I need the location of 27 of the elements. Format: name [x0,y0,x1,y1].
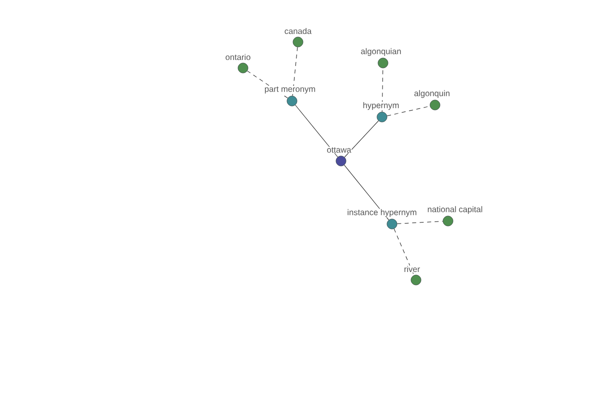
node-dot [442,216,454,226]
node-label: river [404,266,420,272]
node-label: algonquin [414,90,450,98]
node-label: canada [284,28,312,34]
node-label: algonquian [360,48,402,56]
node-dot [238,62,248,74]
node-dot [286,96,298,106]
node-label: ontario [224,54,252,60]
dashed-connector [382,68,384,112]
node-label: instance hypernym [346,208,418,218]
dashed-connector [396,221,444,224]
node-dot [292,36,304,48]
node-label: ottawa [326,146,352,154]
node-dot [336,156,346,166]
node-label: national capital [426,206,484,214]
connector-line [295,104,338,158]
node-dot [430,100,440,110]
node-label: part meronym [264,86,316,94]
dashed-connector [292,46,298,96]
node-dot [386,218,398,230]
connector-line [344,120,379,158]
node-dot [378,58,388,68]
node-dot [376,112,388,122]
dashed-connector [386,106,430,116]
dashed-connector [394,228,414,276]
node-label: hypernym [362,102,400,110]
node-dot [410,274,422,286]
